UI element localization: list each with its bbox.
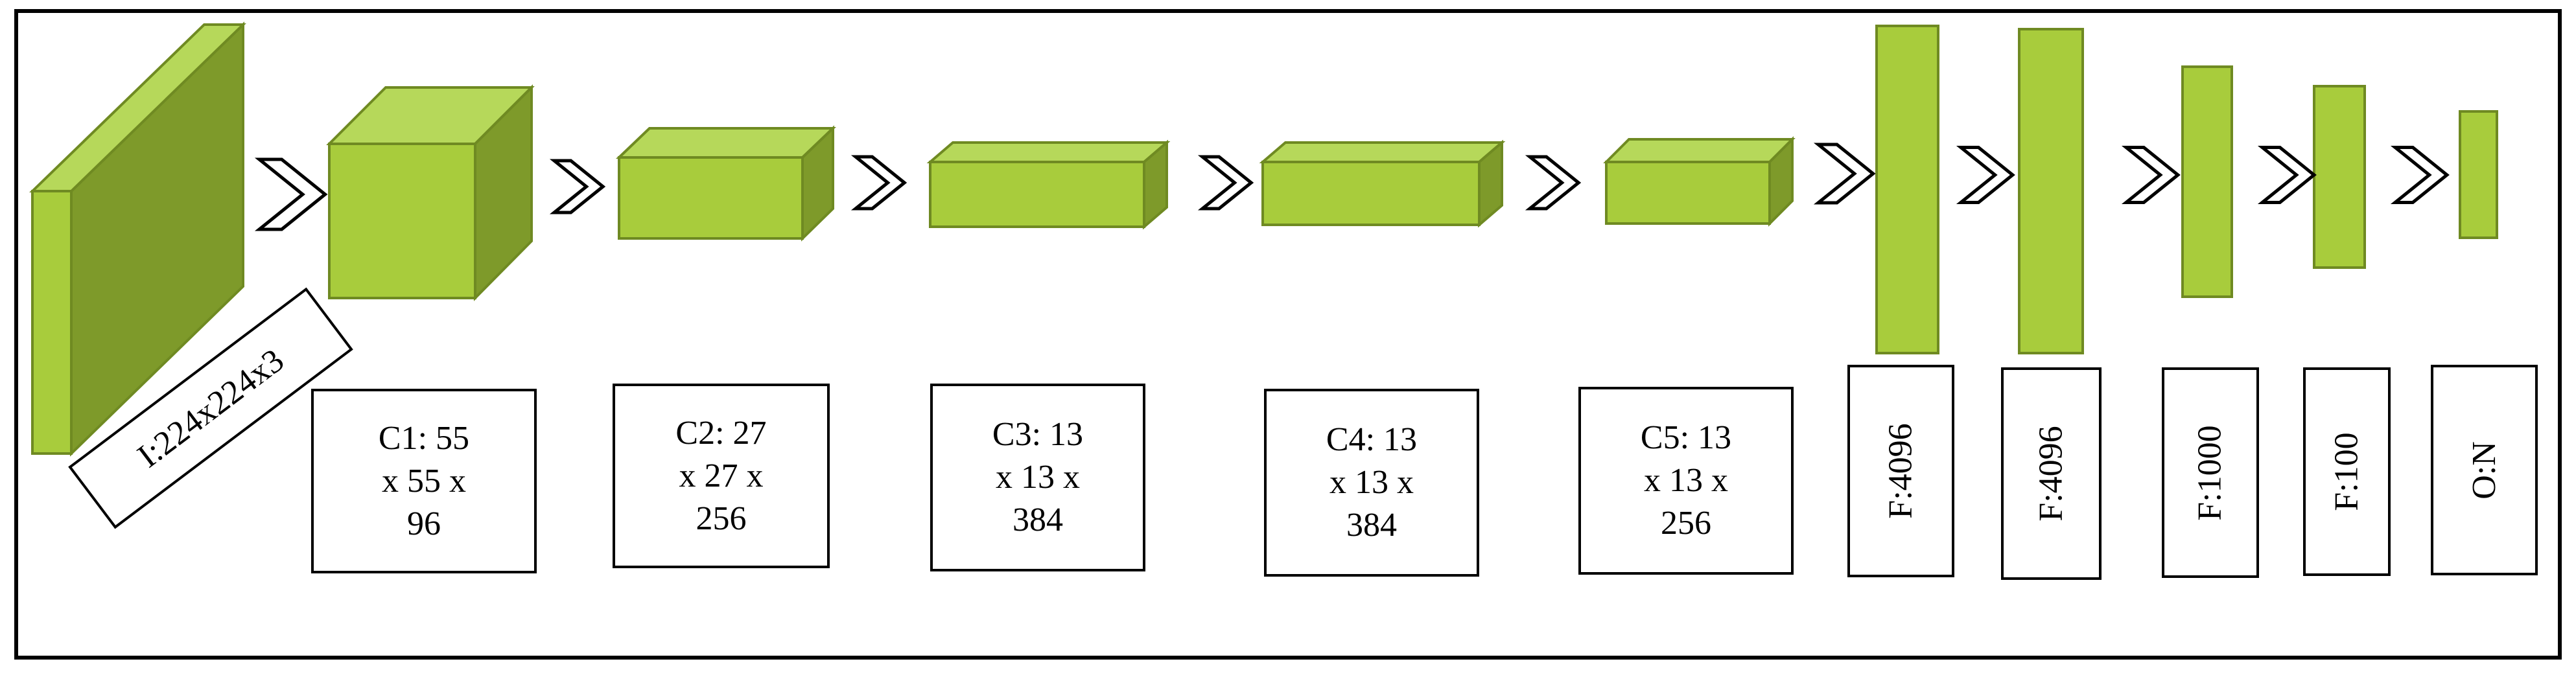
- chevron-arrow-icon: [254, 157, 328, 231]
- fc1-block: [1875, 25, 1939, 354]
- conv3-block: [926, 139, 1171, 230]
- fc2-label-box: F:4096: [2001, 367, 2102, 580]
- fc1-label-box: F:4096: [1847, 365, 1954, 577]
- chevron-arrow-icon: [549, 159, 606, 214]
- conv1-block: [326, 84, 535, 301]
- output-label: O:N: [2465, 441, 2503, 500]
- conv3-label: C3: 13 x 13 x 384: [930, 384, 1145, 571]
- fc3-block: [2181, 65, 2233, 298]
- fc3-label-box: F:1000: [2162, 367, 2259, 578]
- input-layer-block: [29, 21, 246, 457]
- fc3-label: F:1000: [2192, 424, 2229, 521]
- conv1-label: C1: 55 x 55 x 96: [311, 389, 537, 573]
- fc4-label-box: F:100: [2303, 367, 2391, 576]
- conv5-label: C5: 13 x 13 x 256: [1578, 387, 1794, 575]
- chevron-arrow-icon: [2257, 146, 2317, 204]
- output-label-box: O:N: [2431, 365, 2538, 575]
- fc4-label: F:100: [2328, 432, 2365, 511]
- conv4-block: [1259, 139, 1506, 228]
- chevron-arrow-icon: [1197, 155, 1254, 211]
- chevron-arrow-icon: [1813, 143, 1876, 205]
- conv5-block: [1603, 136, 1796, 227]
- fc2-label: F:4096: [2032, 426, 2070, 522]
- chevron-arrow-icon: [2390, 146, 2450, 204]
- fc2-block: [2018, 28, 2084, 354]
- fc4-block: [2313, 85, 2366, 269]
- chevron-arrow-icon: [1956, 146, 2015, 204]
- output-block: [2459, 110, 2498, 239]
- conv2-label: C2: 27 x 27 x 256: [613, 384, 830, 568]
- fc1-label: F:4096: [1882, 423, 1919, 519]
- diagram-frame: [14, 9, 2562, 660]
- conv4-label: C4: 13 x 13 x 384: [1264, 389, 1479, 577]
- chevron-arrow-icon: [2121, 146, 2181, 204]
- conv2-block: [616, 125, 836, 242]
- chevron-arrow-icon: [850, 155, 907, 211]
- chevron-arrow-icon: [1525, 155, 1582, 211]
